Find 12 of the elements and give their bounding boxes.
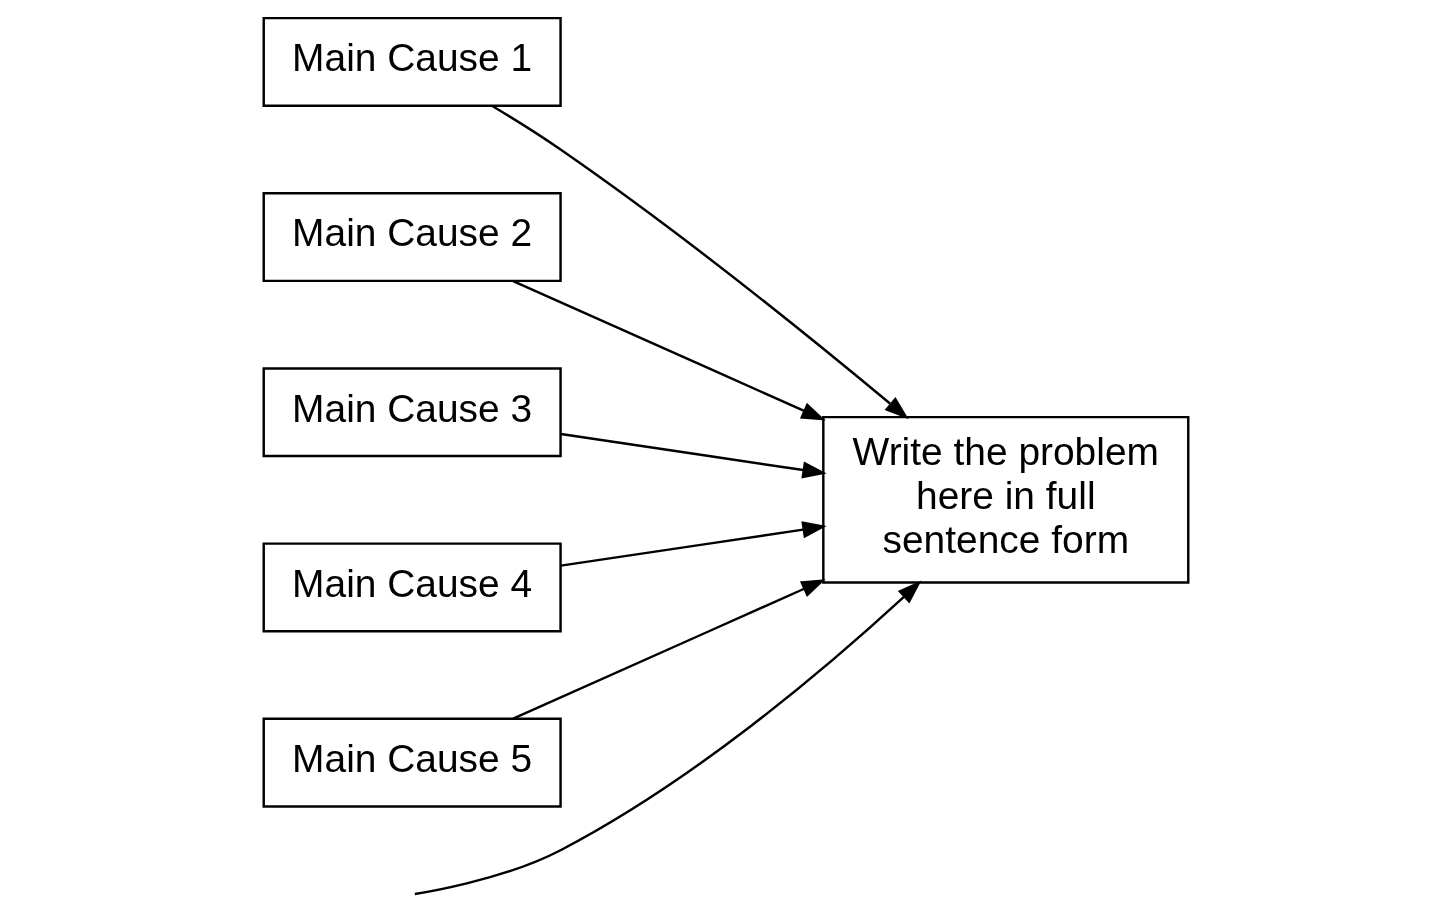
arrow [560, 432, 827, 479]
arrow [512, 579, 826, 720]
node-box: Main Cause 4 [262, 542, 562, 633]
arrow [560, 521, 827, 567]
arrow [414, 580, 922, 896]
arrow [512, 279, 826, 421]
node-box: Main Cause 1 [262, 16, 562, 107]
node-box: Main Cause 5 [262, 717, 562, 808]
arrow [491, 104, 909, 420]
node-box: Main Cause 2 [262, 192, 562, 283]
node-box: Write the problem here in full sentence form [822, 415, 1190, 584]
node-box: Main Cause 3 [262, 367, 562, 458]
